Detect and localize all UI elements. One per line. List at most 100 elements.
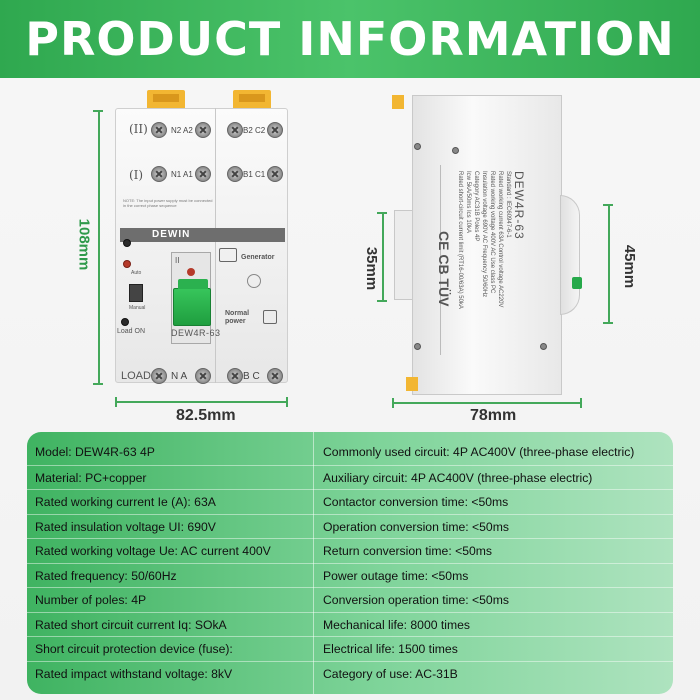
spec-right-cell: Commonly used circuit: 4P AC400V (three-… xyxy=(323,445,635,459)
terminal-label: N1 A1 xyxy=(171,170,193,179)
terminal-screw xyxy=(267,166,283,182)
spec-row: Rated impact withstand voltage: 8kV Cate… xyxy=(27,660,673,686)
height-front-label: 108mm xyxy=(75,218,93,271)
spec-row: Rated insulation voltage UI: 690V Operat… xyxy=(27,513,673,539)
normal-power-label: Normal power xyxy=(225,310,250,325)
side-screw xyxy=(414,343,421,350)
side-spec-line: Rated working current 63A Control voltag… xyxy=(497,171,503,308)
spec-right-cell: Mechanical life: 8000 times xyxy=(323,617,470,632)
top-clip-right xyxy=(233,90,271,108)
spec-column-divider xyxy=(313,432,314,694)
dimension-cap xyxy=(392,398,394,408)
header-banner: PRODUCT INFORMATION xyxy=(0,0,700,78)
phase-note: NOTE: The input power supply must be con… xyxy=(123,198,213,208)
spec-right-cell: Electrical life: 1500 times xyxy=(323,642,458,656)
front-model-label: DEW4R-63 xyxy=(171,328,221,338)
spec-right-cell: Operation conversion time: <50ms xyxy=(323,519,509,534)
terminal-label: N A xyxy=(171,371,188,382)
terminal-screw xyxy=(267,122,283,138)
spec-left-cell: Short circuit protection device (fuse): xyxy=(35,642,233,656)
terminal-screw xyxy=(151,368,167,384)
spec-row: Rated frequency: 50/60Hz Power outage ti… xyxy=(27,562,673,588)
dimension-cap xyxy=(115,397,117,407)
row-top-label: (II) xyxy=(129,122,148,136)
spec-left-cell: Rated short circuit current Iq: SOkA xyxy=(35,617,227,632)
terminal-label: B1 C1 xyxy=(243,170,266,179)
spec-row: Number of poles: 4P Conversion operation… xyxy=(27,587,673,612)
spec-right-cell: Category of use: AC-31B xyxy=(323,666,458,681)
width-front-label: 82.5mm xyxy=(176,407,236,424)
terminal-screw xyxy=(151,122,167,138)
load-led-icon xyxy=(121,318,129,326)
manual-selector[interactable] xyxy=(129,284,143,302)
side-view-device: DEW4R-63 Standard : IEC60947-6-1 Rated w… xyxy=(392,95,582,400)
side-standard: Standard : IEC60947-6-1 xyxy=(505,171,511,238)
dimension-cap xyxy=(93,110,103,112)
indicator-led-icon xyxy=(123,260,131,268)
dimension-cap xyxy=(603,204,613,206)
dimension-cap xyxy=(286,397,288,407)
dimension-cap xyxy=(377,212,387,214)
load-on-label: Load ON xyxy=(117,328,146,335)
spec-right-cell: Contactor conversion time: <50ms xyxy=(323,495,509,509)
rail-35-label: 35mm xyxy=(363,246,381,291)
terminal-screw xyxy=(195,122,211,138)
front-view-device: (II) N2 A2 B2 C2 (I) N1 A1 B1 C1 NOTE: T… xyxy=(115,88,288,388)
spec-left-cell: Rated working voltage Ue: AC current 400… xyxy=(35,544,271,558)
side-spec-line: Icw 5kA/50ms Ics 10kA xyxy=(465,171,471,234)
dimension-cap xyxy=(93,383,103,385)
spec-right-cell: Power outage time: <50ms xyxy=(323,568,469,583)
dimension-cap xyxy=(603,322,613,324)
dimension-cap xyxy=(580,398,582,408)
spec-left-cell: Rated working current Ie (A): 63A xyxy=(35,495,216,509)
spec-right-cell: Auxiliary circuit: 4P AC400V (three-phas… xyxy=(323,470,593,485)
spec-left-cell: Rated insulation voltage UI: 690V xyxy=(35,519,216,534)
spec-row: Material: PC+copper Auxiliary circuit: 4… xyxy=(27,464,673,490)
side-spec-line: Rated working voltage 400V AC Use class … xyxy=(489,171,495,294)
terminal-screw xyxy=(227,166,243,182)
width-dimension-line xyxy=(115,401,288,403)
side-body xyxy=(412,95,562,395)
spec-right-cell: Return conversion time: <50ms xyxy=(323,544,493,558)
height-dimension-line xyxy=(98,110,100,385)
terminal-screw xyxy=(151,166,167,182)
rail-35-dimension-line xyxy=(382,212,384,302)
side-rating-label xyxy=(440,165,532,355)
side-screw xyxy=(540,343,547,350)
din-rail-slot xyxy=(394,210,414,300)
terminal-label: N2 A2 xyxy=(171,126,193,135)
switch-knob-side xyxy=(572,277,582,289)
spec-left-cell: Number of poles: 4P xyxy=(35,593,147,607)
power-tower-icon xyxy=(263,310,277,324)
depth-dimension-line xyxy=(392,402,582,404)
spec-left-cell: Rated impact withstand voltage: 8kV xyxy=(35,666,233,681)
side-spec-line: Insulation voltage 690V AC Frequency 50/… xyxy=(481,171,487,298)
ground-icon xyxy=(247,274,261,288)
load-label: LOAD xyxy=(121,370,151,382)
spec-row: Rated working voltage Ue: AC current 400… xyxy=(27,538,673,563)
indicator-led-icon xyxy=(123,239,131,247)
side-screw xyxy=(452,147,459,154)
certification-marks: CE CB TÜV xyxy=(436,231,452,307)
switch-mark: II xyxy=(175,256,180,265)
side-clip-bottom xyxy=(406,377,418,391)
transfer-switch-handle[interactable] xyxy=(173,279,211,326)
rail-45-dimension-line xyxy=(608,204,610,324)
side-spec-line: Rated short-circuit current limit (RT16-… xyxy=(457,171,463,309)
spec-right-cell: Conversion operation time: <50ms xyxy=(323,593,509,607)
rail-45-label: 45mm xyxy=(621,244,639,289)
dimension-cap xyxy=(377,300,387,302)
terminal-screw xyxy=(227,368,243,384)
terminal-screw xyxy=(267,368,283,384)
spec-left-cell: Rated frequency: 50/60Hz xyxy=(35,568,177,583)
spec-left-cell: Model: DEW4R-63 4P xyxy=(35,445,155,459)
side-cover xyxy=(560,195,580,315)
spec-table: Model: DEW4R-63 4P Commonly used circuit… xyxy=(27,432,673,694)
spec-left-cell: Material: PC+copper xyxy=(35,470,147,485)
spec-row: Short circuit protection device (fuse): … xyxy=(27,636,673,661)
terminal-screw xyxy=(227,122,243,138)
terminal-label: B C xyxy=(243,371,260,382)
generator-label: Generator xyxy=(241,254,275,261)
spec-row: Rated short circuit current Iq: SOkA Mec… xyxy=(27,611,673,637)
